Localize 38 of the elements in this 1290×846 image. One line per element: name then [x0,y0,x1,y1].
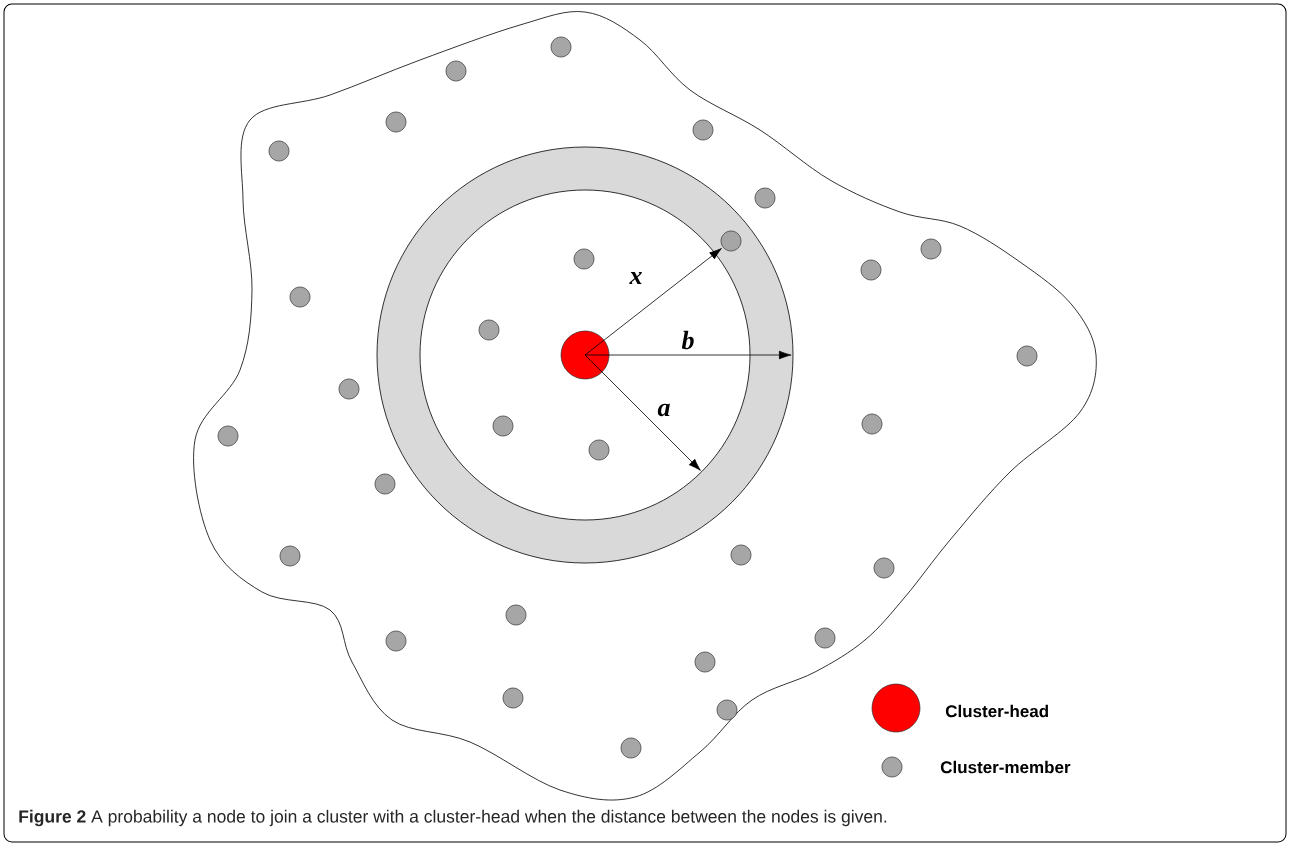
member-node [861,413,883,435]
member-node [814,627,836,649]
dimension-label: a [657,403,670,417]
member-node [385,111,407,133]
member-node [720,230,742,252]
member-node [268,140,290,162]
edge-label: x [629,272,642,284]
legend-label: Cluster-head [945,704,1048,718]
member-node [478,319,500,341]
member-node [573,248,595,270]
member-node [492,415,514,437]
member-node [550,36,572,58]
arrow [584,248,722,356]
member-node [692,119,714,141]
member-node [588,439,610,461]
head-node [560,330,610,380]
member-node [385,630,407,652]
member-node [754,187,776,209]
member-node [920,238,942,260]
member-node [505,604,527,626]
member-node [730,544,752,566]
caption: Figure 2 A probability a node to join a cluster with a cluster-head when the distance between the nodes is given. [19,809,887,827]
member-node [873,557,895,579]
member-node [860,259,882,281]
member-node [279,545,301,567]
dimension-label: b [681,330,694,350]
member-node [1016,345,1038,367]
member-node [289,286,311,308]
member-node [716,699,738,721]
member-node [445,60,467,82]
region-outline [193,11,1097,801]
member-node [620,737,642,759]
member-node [502,687,524,709]
member-node [374,473,396,495]
legend-label: Cluster-member [940,760,1071,774]
member-node [694,651,716,673]
member-node [217,425,239,447]
member-node [338,378,360,400]
